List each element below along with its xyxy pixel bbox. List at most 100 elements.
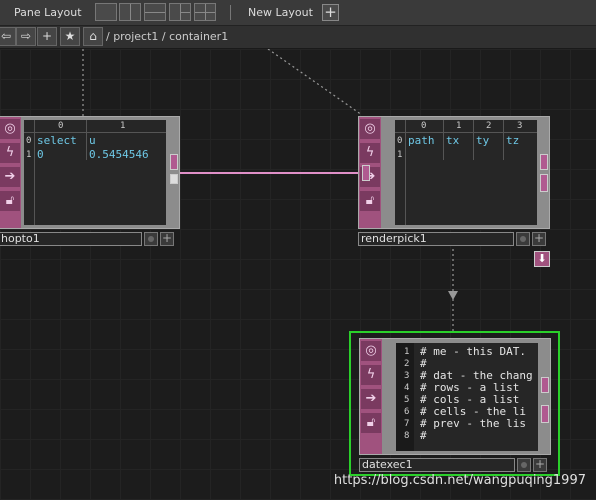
- lock-icon[interactable]: 🔓︎: [360, 191, 380, 211]
- code-line: # rows - a list: [420, 381, 520, 394]
- column-header: 0: [58, 121, 64, 131]
- node-icon-strip: ◎ ϟ ➔ 🔓︎: [0, 117, 21, 228]
- output-connector[interactable]: [541, 377, 549, 393]
- line-number: 8: [404, 431, 410, 441]
- output-connector-secondary[interactable]: [170, 174, 178, 184]
- table-cell: 0: [37, 148, 44, 161]
- table-col-line: [473, 120, 474, 160]
- network-editor[interactable]: ◎ ϟ ➔ 🔓︎ 0 1 0 1 select u 0 0.5454546 ho…: [0, 49, 596, 500]
- pane-toolbar: Pane Layout New Layout +: [0, 0, 596, 26]
- dot-icon: [521, 462, 527, 468]
- export-arrow-icon[interactable]: ➔: [0, 167, 20, 187]
- column-header: 1: [120, 121, 126, 131]
- output-connector[interactable]: [170, 154, 178, 170]
- output-connector-secondary[interactable]: [541, 405, 549, 423]
- code-line: # cells - the li: [420, 405, 526, 418]
- table-cell: 0.5454546: [89, 148, 149, 161]
- column-header: 1: [456, 121, 462, 131]
- viewer-active-button[interactable]: [144, 232, 158, 246]
- network-path-breadcrumb[interactable]: / project1 / container1: [106, 30, 229, 43]
- line-number: 6: [404, 407, 410, 417]
- code-line: # dat - the chang: [420, 369, 533, 382]
- code-text-viewer: 1 2 3 4 5 6 7 8 # me - this DAT. # # dat…: [396, 343, 538, 451]
- table-col-line: [443, 120, 444, 160]
- input-connector[interactable]: [362, 165, 370, 181]
- node-plus-button[interactable]: +: [533, 457, 547, 472]
- code-line: #: [420, 357, 427, 370]
- three-pane-button[interactable]: [169, 3, 191, 21]
- cook-icon[interactable]: ϟ: [361, 365, 381, 385]
- viewer-toggle-icon[interactable]: ◎: [360, 119, 380, 139]
- forward-icon[interactable]: ⇨: [16, 27, 36, 46]
- column-header: 2: [486, 121, 492, 131]
- dot-icon: [148, 236, 154, 242]
- pane-layout-label: Pane Layout: [14, 6, 82, 19]
- dat-table-viewer: 0 1 0 1 select u 0 0.5454546: [24, 120, 166, 225]
- dat-table-viewer: 0 1 2 3 0 1 path tx ty tz: [395, 120, 537, 225]
- row-number: 0: [26, 136, 32, 146]
- dot-icon: [520, 236, 526, 242]
- dotted-wire-diagonal: [267, 49, 363, 116]
- viewer-toggle-icon[interactable]: ◎: [361, 341, 381, 361]
- code-line: # prev - the lis: [420, 417, 526, 430]
- column-header: 0: [421, 121, 427, 131]
- star-icon[interactable]: ★: [60, 27, 80, 46]
- lock-icon[interactable]: 🔓︎: [361, 413, 381, 433]
- node-plus-button[interactable]: +: [532, 231, 546, 246]
- table-cell: tz: [506, 134, 520, 147]
- row-number: 1: [26, 150, 32, 160]
- cook-icon[interactable]: ϟ: [0, 143, 20, 163]
- toolbar-divider: [230, 5, 231, 20]
- table-header-line: [24, 132, 166, 133]
- plus-icon: +: [161, 231, 173, 245]
- code-line: # me - this DAT.: [420, 345, 526, 358]
- watermark-url: https://blog.csdn.net/wangpuqing1997: [333, 473, 586, 488]
- table-col-line: [503, 120, 504, 160]
- node-name-label[interactable]: renderpick1: [358, 232, 514, 246]
- output-connector-secondary[interactable]: [540, 174, 548, 192]
- line-number: 4: [404, 383, 410, 393]
- viewer-active-button[interactable]: [516, 232, 530, 246]
- split-vertical-pane-button[interactable]: [119, 3, 141, 21]
- four-pane-button[interactable]: [194, 3, 216, 21]
- single-pane-button[interactable]: [95, 3, 117, 21]
- plus-icon: +: [533, 231, 545, 245]
- arrow-down-icon: [448, 291, 458, 300]
- node-name-label[interactable]: hopto1: [0, 232, 142, 246]
- table-cell: select: [37, 134, 77, 147]
- row-number: 0: [397, 136, 403, 146]
- code-line: # cols - a list: [420, 393, 520, 406]
- table-rownum-line: [405, 120, 406, 225]
- back-icon[interactable]: ⇦: [0, 27, 16, 46]
- table-rownum-line: [34, 120, 35, 225]
- output-connector[interactable]: [540, 154, 548, 170]
- add-icon[interactable]: +: [37, 27, 57, 46]
- split-horizontal-pane-button[interactable]: [144, 3, 166, 21]
- wires-layer: [82, 49, 458, 331]
- line-number: 3: [404, 371, 410, 381]
- table-cell: u: [89, 134, 96, 147]
- node-icon-strip: ◎ ϟ ➔ 🔓︎: [360, 339, 382, 454]
- lock-icon[interactable]: 🔓︎: [0, 191, 20, 211]
- code-line: #: [420, 429, 427, 442]
- table-col-line: [86, 120, 87, 160]
- export-arrow-icon[interactable]: ➔: [361, 389, 381, 409]
- cook-icon[interactable]: ϟ: [360, 143, 380, 163]
- network-nav-bar: ⇦ ⇨ + ★ ⌂ / project1 / container1: [0, 26, 596, 49]
- line-number: 2: [404, 359, 410, 369]
- home-icon[interactable]: ⌂: [83, 27, 103, 46]
- new-layout-button[interactable]: +: [322, 4, 339, 21]
- download-arrow-icon[interactable]: ⬇: [534, 251, 550, 267]
- line-number: 7: [404, 419, 410, 429]
- node-name-label[interactable]: datexec1: [359, 458, 515, 472]
- table-cell: ty: [476, 134, 490, 147]
- viewer-active-button[interactable]: [517, 458, 531, 472]
- node-plus-button[interactable]: +: [160, 231, 174, 246]
- line-number: 1: [404, 347, 410, 357]
- table-header-line: [395, 132, 537, 133]
- node-icon-strip: ◎ ϟ ➔ 🔓︎: [359, 117, 381, 228]
- line-number-gutter: [396, 343, 414, 451]
- viewer-toggle-icon[interactable]: ◎: [0, 119, 20, 139]
- table-cell: path: [408, 134, 435, 147]
- row-number: 1: [397, 150, 403, 160]
